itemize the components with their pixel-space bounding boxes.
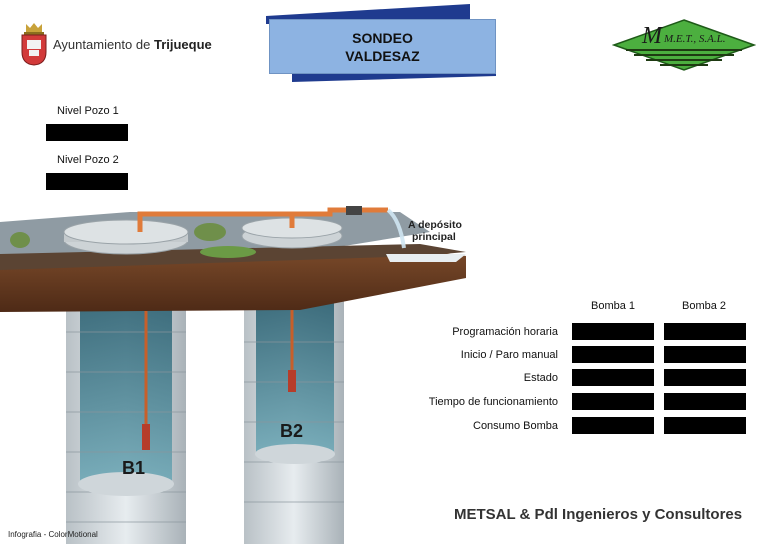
row-label-consumption: Consumo Bomba bbox=[473, 420, 558, 432]
coat-of-arms-icon bbox=[21, 23, 47, 66]
pump-1-status-cell bbox=[572, 369, 654, 386]
pump-2-status-cell bbox=[664, 369, 746, 386]
well-2: B2 bbox=[244, 292, 344, 544]
pump-2-runtime-cell bbox=[664, 393, 746, 410]
pump-1-manual-toggle[interactable] bbox=[572, 346, 654, 363]
pump-1-schedule-cell[interactable] bbox=[572, 323, 654, 340]
destination-label-line1: A depósito bbox=[408, 219, 462, 231]
pump-2-consumption-cell bbox=[664, 417, 746, 434]
infographic-credit: Infografia - ColorMotional bbox=[8, 530, 98, 539]
destination-label-line2: principal bbox=[412, 231, 456, 243]
metsal-logo-icon: M M.E.T., S.A.L. bbox=[611, 19, 757, 71]
municipality-name: Trijueque bbox=[153, 37, 212, 52]
svg-text:M: M bbox=[641, 23, 664, 49]
pump-1-consumption-cell bbox=[572, 417, 654, 434]
municipality-logo: Ayuntamiento de Trijueque bbox=[20, 22, 220, 68]
well-1-level-label: Nivel Pozo 1 bbox=[57, 105, 119, 117]
footer-brand: METSAL & Pdl Ingenieros y Consultores bbox=[454, 506, 743, 523]
municipality-prefix: Ayuntamiento de bbox=[53, 37, 151, 52]
row-label-schedule: Programación horaria bbox=[452, 326, 558, 338]
company-logo-text: M.E.T., S.A.L. bbox=[663, 33, 726, 45]
row-label-status: Estado bbox=[523, 372, 558, 384]
page-title: SONDEO VALDESAZ bbox=[266, 4, 496, 82]
well-2-level-display bbox=[46, 173, 128, 190]
well-infographic: B1 B2 bbox=[0, 206, 466, 544]
well-1: B1 bbox=[66, 292, 186, 544]
column-header-pump-1: Bomba 1 bbox=[590, 300, 636, 312]
row-label-runtime: Tiempo de funcionamiento bbox=[428, 396, 558, 408]
company-logo: M M.E.T., S.A.L. bbox=[611, 18, 757, 72]
well-1-level-display bbox=[46, 124, 128, 141]
pump-2-schedule-cell[interactable] bbox=[664, 323, 746, 340]
pump-1-tag: B1 bbox=[122, 458, 145, 478]
row-label-manual-start-stop: Inicio / Paro manual bbox=[460, 349, 558, 361]
pump-2-tag: B2 bbox=[280, 421, 303, 441]
well-2-level-label: Nivel Pozo 2 bbox=[57, 154, 119, 166]
pump-1-runtime-cell bbox=[572, 393, 654, 410]
title-line-1: SONDEO bbox=[352, 29, 413, 46]
title-line-2: VALDESAZ bbox=[345, 47, 420, 64]
column-header-pump-2: Bomba 2 bbox=[681, 300, 727, 312]
pump-2-manual-toggle[interactable] bbox=[664, 346, 746, 363]
